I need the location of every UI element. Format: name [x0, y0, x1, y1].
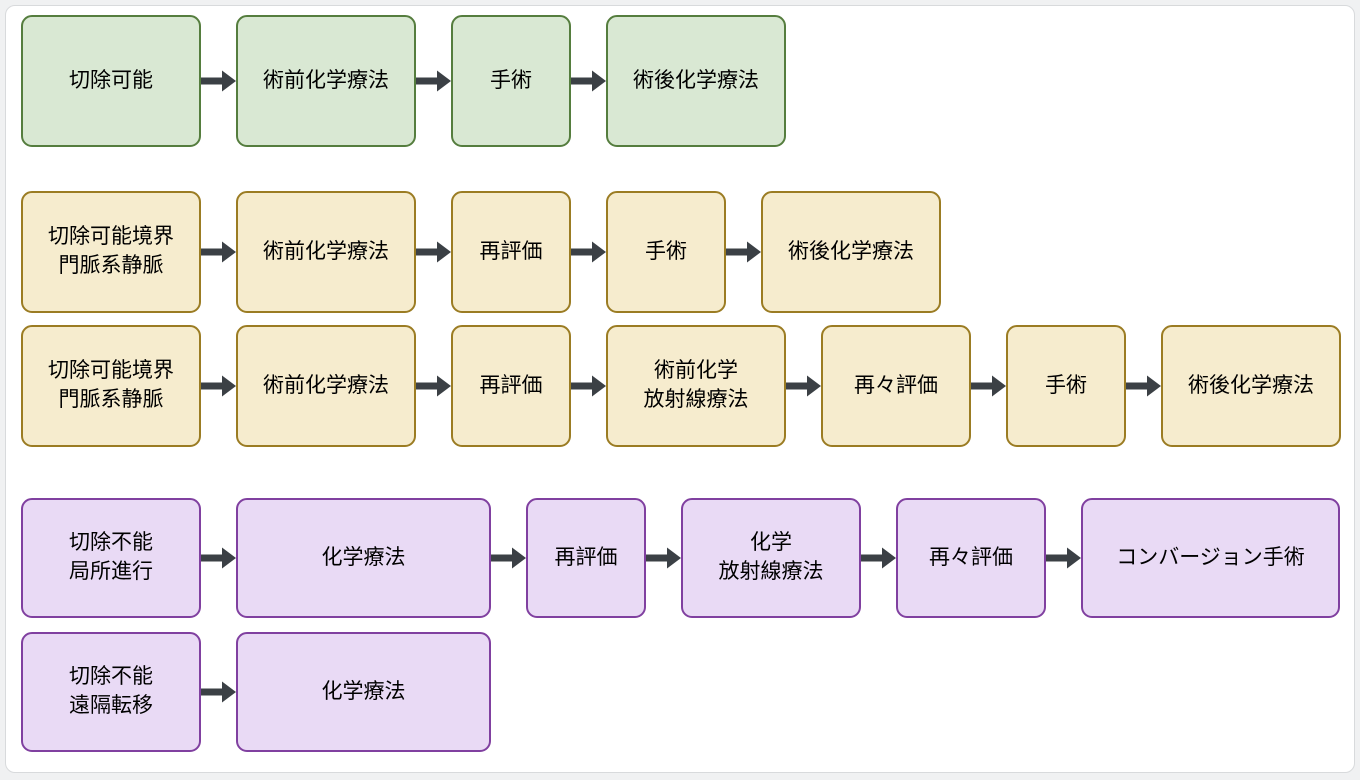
flow-box-label: 再評価: [479, 239, 543, 263]
flow-box-label: 再々評価: [929, 545, 1013, 569]
flow-box-unresectable-locally-advanced-1: 切除不能局所進行: [21, 498, 201, 618]
arrow-right-icon: [571, 325, 606, 447]
arrow-right-icon: [971, 325, 1006, 447]
arrow-right-icon: [491, 498, 526, 618]
flow-box-borderline-resectable-portal-vein-a-3: 再評価: [451, 191, 571, 313]
flow-box-resectable-3: 手術: [451, 15, 571, 147]
flow-box-borderline-resectable-portal-vein-b-1: 切除可能境界門脈系静脈: [21, 325, 201, 447]
arrow-right-icon: [416, 15, 451, 147]
arrow-right-icon: [201, 15, 236, 147]
flow-box-label: 切除不能: [69, 665, 153, 689]
flow-box-label: 手術: [1045, 373, 1087, 397]
arrow-right-icon: [201, 498, 236, 618]
flow-box-unresectable-metastatic-2: 化学療法: [236, 632, 491, 752]
flow-box-resectable-4: 術後化学療法: [606, 15, 786, 147]
flow-box-unresectable-locally-advanced-2: 化学療法: [236, 498, 491, 618]
flow-box-borderline-resectable-portal-vein-b-4: 術前化学放射線療法: [606, 325, 786, 447]
flow-box-label: 切除可能境界: [48, 359, 174, 383]
flow-row-resectable: 切除可能 術前化学療法 手術 術後化学療法: [21, 15, 786, 147]
flow-box-label: 手術: [490, 68, 532, 92]
flow-box-label: 術後化学療法: [633, 68, 759, 92]
flow-box-resectable-1: 切除可能: [21, 15, 201, 147]
flow-box-label: 手術: [645, 239, 687, 263]
arrow-right-icon: [416, 325, 451, 447]
arrow-right-icon: [786, 325, 821, 447]
arrow-right-icon: [201, 191, 236, 313]
flow-box-label: 術前化学療法: [263, 68, 389, 92]
flow-row-unresectable-metastatic: 切除不能遠隔転移 化学療法: [21, 632, 491, 752]
flow-box-label: コンバージョン手術: [1116, 545, 1305, 569]
flow-box-unresectable-locally-advanced-3: 再評価: [526, 498, 646, 618]
flow-row-borderline-resectable-portal-vein-a: 切除可能境界門脈系静脈 術前化学療法 再評価 手術 術後化学療法: [21, 191, 941, 313]
arrow-right-icon: [646, 498, 681, 618]
flow-box-unresectable-locally-advanced-6: コンバージョン手術: [1081, 498, 1340, 618]
flow-box-resectable-2: 術前化学療法: [236, 15, 416, 147]
flow-box-borderline-resectable-portal-vein-b-2: 術前化学療法: [236, 325, 416, 447]
flow-box-label: 切除可能: [69, 68, 153, 92]
arrow-right-icon: [201, 325, 236, 447]
flow-box-label: 切除不能: [69, 531, 153, 555]
flow-box-label: 放射線療法: [718, 560, 824, 583]
flow-box-label: 術後化学療法: [1188, 373, 1314, 397]
flow-box-borderline-resectable-portal-vein-b-7: 術後化学療法: [1161, 325, 1341, 447]
flow-box-label: 術前化学療法: [263, 239, 389, 263]
flow-box-label: 遠隔転移: [69, 694, 153, 717]
flow-row-borderline-resectable-portal-vein-b: 切除可能境界門脈系静脈 術前化学療法 再評価 術前化学放射線療法 再々評価 手術 術後化学療…: [21, 325, 1341, 447]
flow-box-label: 再評価: [554, 545, 618, 569]
flow-box-label: 術後化学療法: [788, 239, 914, 263]
arrow-right-icon: [571, 191, 606, 313]
flow-box-label: 術前化学: [654, 359, 738, 383]
arrow-right-icon: [201, 632, 236, 752]
flow-box-borderline-resectable-portal-vein-a-4: 手術: [606, 191, 726, 313]
arrow-right-icon: [416, 191, 451, 313]
flow-box-label: 化学療法: [321, 679, 406, 703]
flow-box-borderline-resectable-portal-vein-a-2: 術前化学療法: [236, 191, 416, 313]
flow-box-label: 術前化学療法: [263, 373, 389, 397]
flow-box-label: 再々評価: [854, 373, 938, 397]
arrow-right-icon: [1046, 498, 1081, 618]
flow-box-borderline-resectable-portal-vein-a-5: 術後化学療法: [761, 191, 941, 313]
flow-box-label: 門脈系静脈: [58, 254, 164, 277]
flow-box-label: 切除可能境界: [48, 225, 174, 249]
flow-box-borderline-resectable-portal-vein-b-3: 再評価: [451, 325, 571, 447]
flow-box-label: 門脈系静脈: [58, 388, 164, 411]
flow-box-label: 再評価: [479, 373, 543, 397]
arrow-right-icon: [861, 498, 896, 618]
flow-box-label: 化学療法: [321, 545, 406, 569]
flow-box-label: 放射線療法: [643, 388, 749, 411]
arrow-right-icon: [1126, 325, 1161, 447]
flow-box-unresectable-locally-advanced-5: 再々評価: [896, 498, 1046, 618]
flow-box-borderline-resectable-portal-vein-a-1: 切除可能境界門脈系静脈: [21, 191, 201, 313]
flow-row-unresectable-locally-advanced: 切除不能局所進行 化学療法 再評価 化学放射線療法 再々評価 コンバージョン手術: [21, 498, 1340, 618]
flow-box-borderline-resectable-portal-vein-b-5: 再々評価: [821, 325, 971, 447]
arrow-right-icon: [726, 191, 761, 313]
arrow-right-icon: [571, 15, 606, 147]
flow-box-label: 化学: [750, 531, 792, 555]
flow-box-borderline-resectable-portal-vein-b-6: 手術: [1006, 325, 1126, 447]
flow-box-unresectable-locally-advanced-4: 化学放射線療法: [681, 498, 861, 618]
flow-box-label: 局所進行: [69, 560, 153, 583]
diagram-canvas: 切除可能術前化学療法手術術後化学療法切除可能境界門脈系静脈術前化学療法再評価手術…: [5, 5, 1355, 773]
flow-box-unresectable-metastatic-1: 切除不能遠隔転移: [21, 632, 201, 752]
